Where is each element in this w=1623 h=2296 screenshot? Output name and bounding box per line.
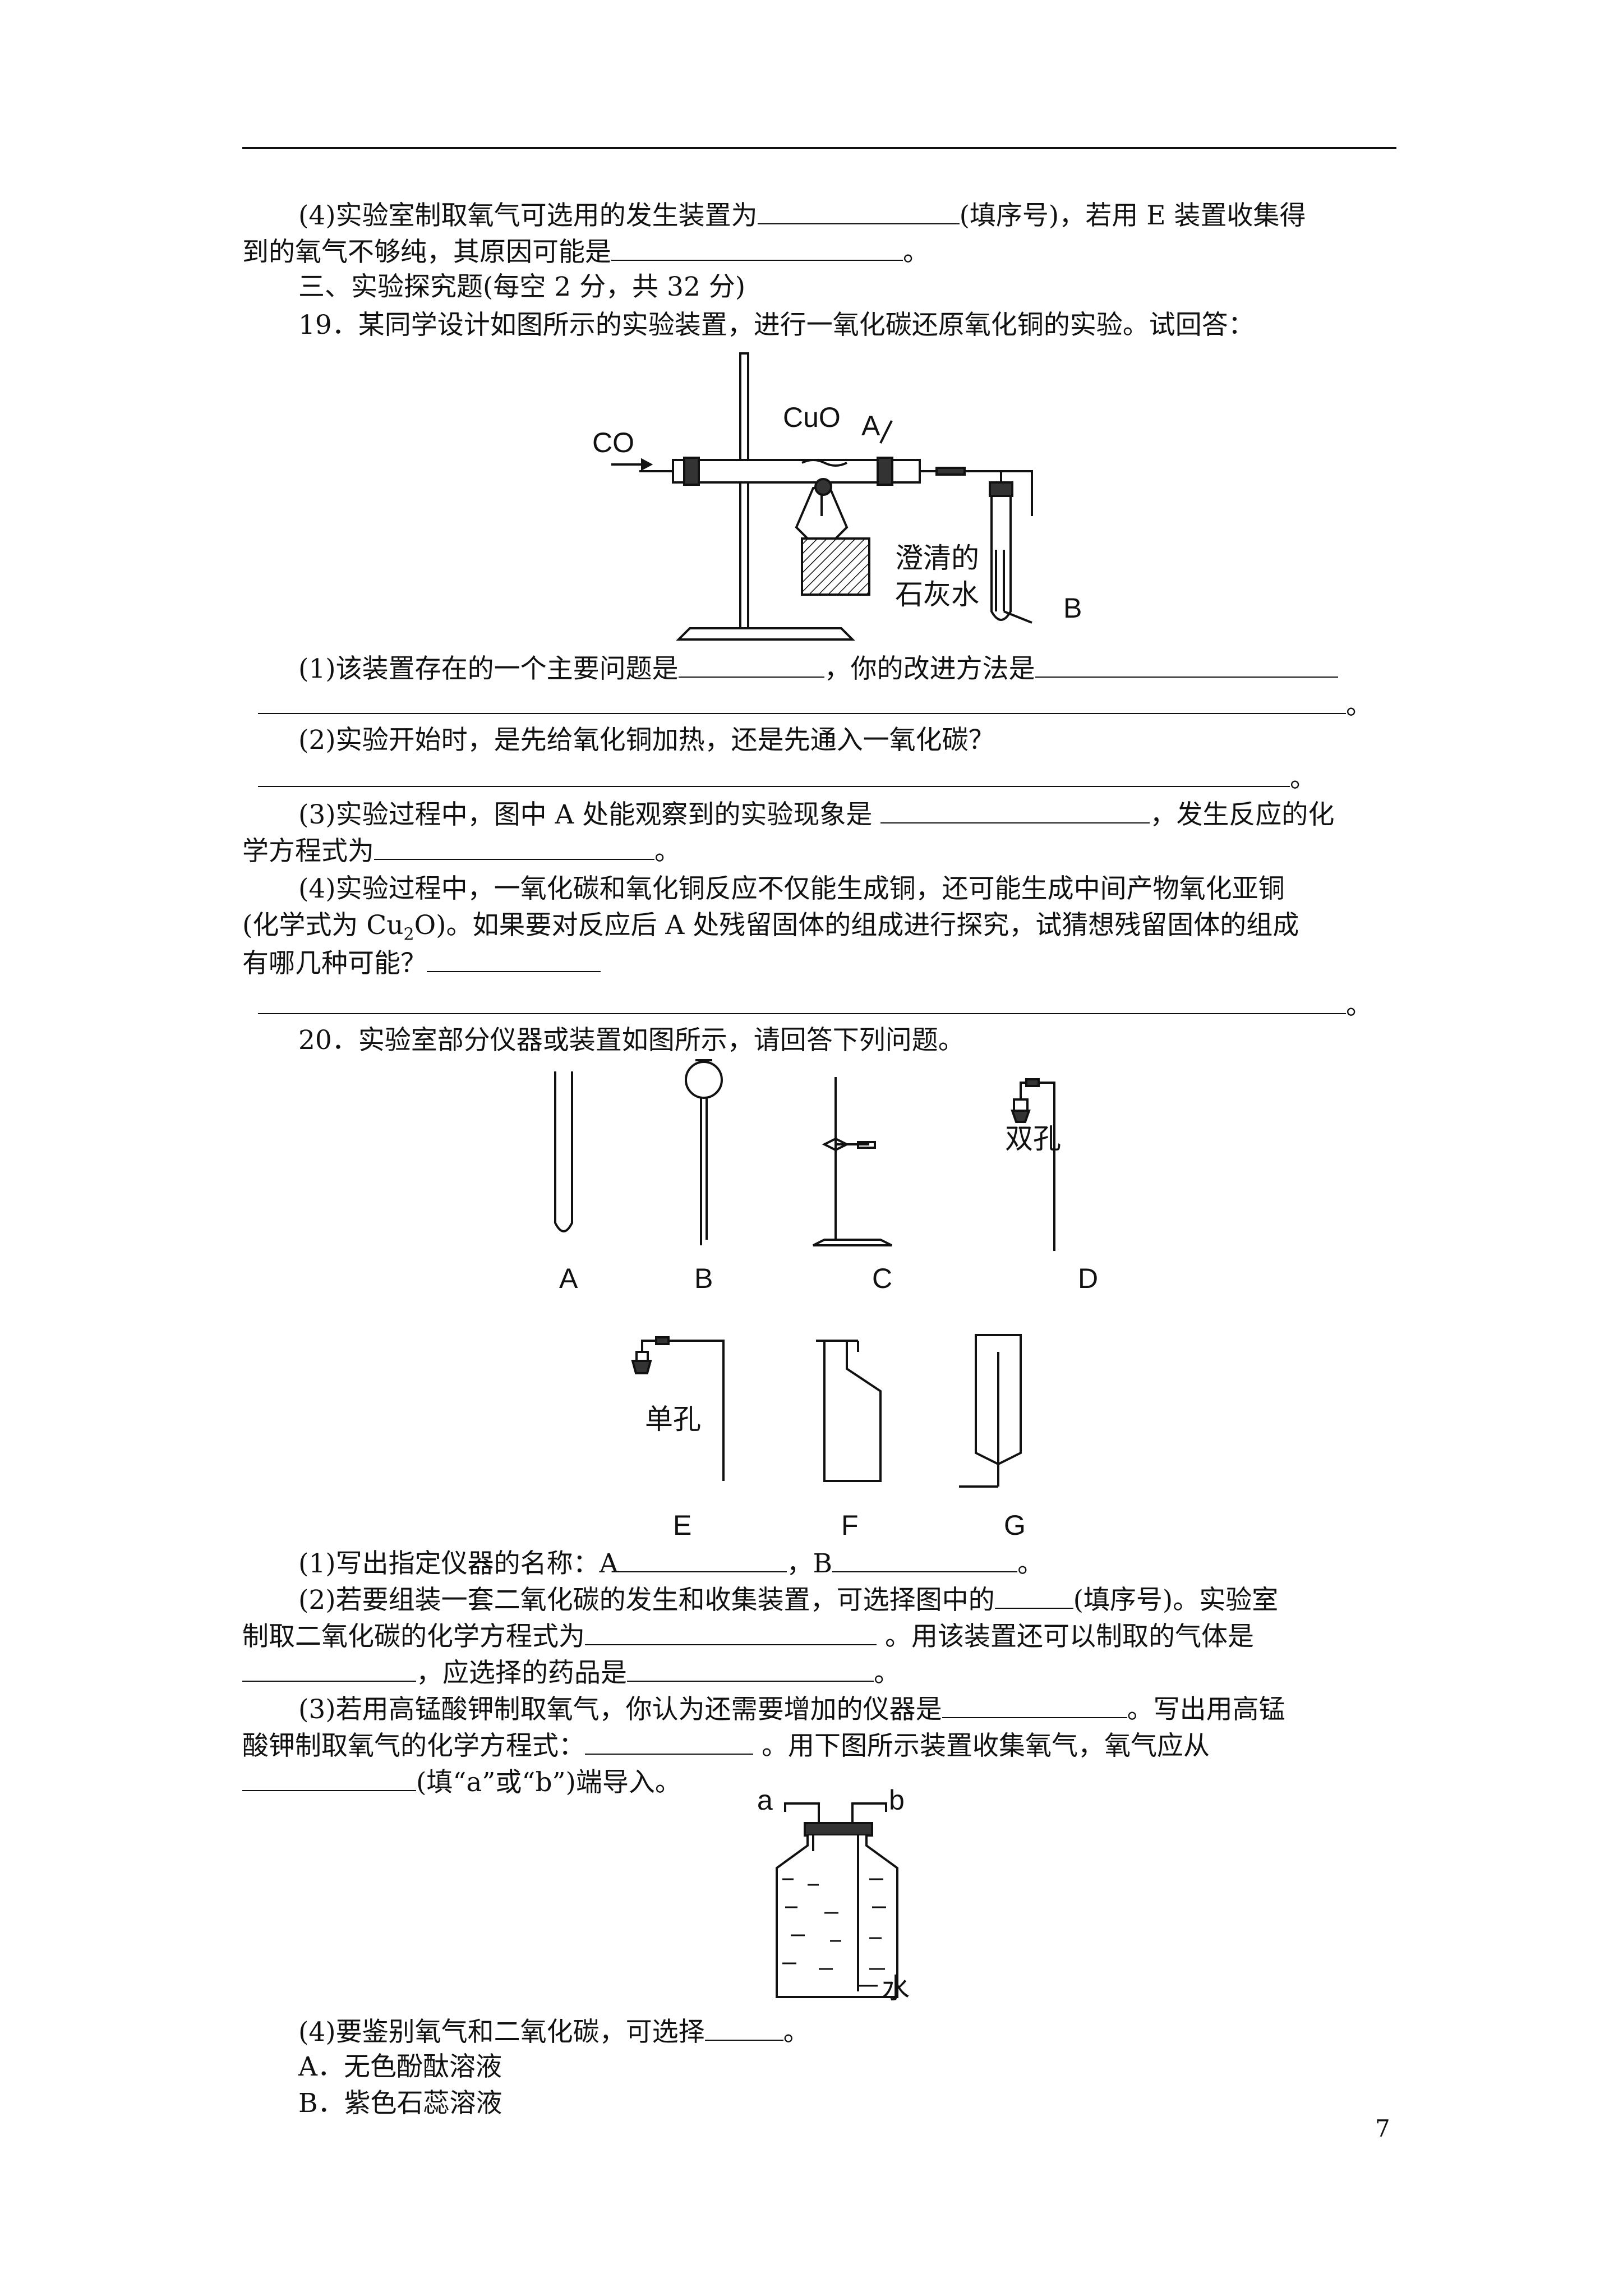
q20-part4: (4)要鉴别氧气和二氧化碳，可选择。 bbox=[298, 2014, 810, 2049]
answer-blank[interactable] bbox=[611, 234, 903, 261]
answer-blank[interactable] bbox=[757, 197, 960, 224]
e-stopper-text: 单孔 bbox=[645, 1404, 701, 1435]
cuo-label: CuO bbox=[783, 402, 841, 433]
answer-blank[interactable] bbox=[258, 987, 1346, 1014]
header-rule bbox=[242, 147, 1396, 149]
bottle-port-b: b bbox=[889, 1784, 905, 1816]
q20-part2-b: 制取二氧化碳的化学方程式为 。用该装置还可以制取的气体是 bbox=[242, 1618, 1254, 1654]
q19-stem: 19．某同学设计如图所示的实验装置，进行一氧化碳还原氧化铜的实验。试回答： bbox=[298, 310, 1255, 341]
answer-blank[interactable] bbox=[585, 1728, 753, 1755]
q18-line2: 到的氧气不够纯，其原因可能是。 bbox=[242, 234, 929, 269]
label-e: E bbox=[673, 1510, 692, 1541]
label-a: A bbox=[559, 1263, 578, 1294]
answer-blank[interactable] bbox=[994, 1582, 1073, 1609]
limewater-label-1: 澄清的 bbox=[895, 542, 979, 574]
q19-part4-c: 有哪几种可能？ bbox=[242, 945, 601, 981]
q20-part2-c: ，应选择的药品是。 bbox=[242, 1655, 900, 1690]
q19-part2: (2)实验开始时，是先给氧化铜加热，还是先通入一氧化碳？ bbox=[298, 725, 995, 756]
label-f: F bbox=[841, 1510, 859, 1541]
answer-blank[interactable] bbox=[678, 651, 824, 678]
water-label: 水 bbox=[882, 1973, 910, 2004]
tube-b-label: B bbox=[1063, 592, 1082, 624]
q19-part1-cont: 。 bbox=[258, 687, 1372, 723]
answer-blank[interactable] bbox=[1035, 651, 1338, 678]
answer-blank[interactable] bbox=[258, 760, 1290, 787]
answer-blank[interactable] bbox=[704, 2014, 783, 2041]
instrument-row-1 bbox=[554, 1059, 1055, 1251]
co-reduction-apparatus bbox=[611, 352, 1033, 641]
q19-part3: (3)实验过程中，图中 A 处能观察到的实验现象是 ，发生反应的化 bbox=[298, 797, 1334, 832]
water-displacement-bottle bbox=[776, 1802, 898, 1998]
q18-line1: (4)实验室制取氧气可选用的发生装置为(填序号)，若用 E 装置收集得 bbox=[298, 197, 1306, 233]
answer-blank[interactable] bbox=[242, 1764, 416, 1791]
answer-blank[interactable] bbox=[880, 797, 1150, 823]
q19-part4: (4)实验过程中，一氧化碳和氧化铜反应不仅能生成铜，还可能生成中间产物氧化亚铜 bbox=[298, 873, 1285, 904]
label-c: C bbox=[872, 1263, 893, 1294]
option-a[interactable]: A．无色酚酞溶液 bbox=[298, 2051, 502, 2082]
answer-blank[interactable] bbox=[242, 1655, 416, 1682]
q19-part3-cont: 学方程式为。 bbox=[242, 833, 681, 868]
answer-blank[interactable] bbox=[258, 687, 1346, 714]
answer-blank[interactable] bbox=[942, 1691, 1127, 1718]
q20-part2: (2)若要组装一套二氧化碳的发生和收集装置，可选择图中的(填序号)。实验室 bbox=[298, 1582, 1278, 1617]
d-stopper-text: 双孔 bbox=[1005, 1123, 1061, 1154]
answer-blank[interactable] bbox=[585, 1618, 877, 1645]
co-label: CO bbox=[592, 427, 634, 458]
answer-blank[interactable] bbox=[618, 1545, 787, 1572]
tube-a-label: A bbox=[861, 410, 880, 441]
label-d: D bbox=[1078, 1263, 1099, 1294]
q20-part1: (1)写出指定仪器的名称：A，B。 bbox=[298, 1545, 1044, 1581]
section-heading: 三、实验探究题(每空 2 分，共 32 分) bbox=[298, 272, 746, 302]
label-b: B bbox=[694, 1263, 713, 1294]
answer-blank[interactable] bbox=[832, 1545, 1018, 1572]
label-g: G bbox=[1004, 1510, 1026, 1541]
limewater-label-2: 石灰水 bbox=[895, 579, 979, 610]
bottle-port-a: a bbox=[757, 1784, 773, 1816]
answer-blank[interactable] bbox=[374, 833, 654, 860]
page-number: 7 bbox=[1375, 2115, 1390, 2142]
instrument-row-2 bbox=[631, 1334, 1022, 1488]
q20-part3-c: (填“a”或“b”)端导入。 bbox=[242, 1764, 681, 1800]
q19-part4-cont: 。 bbox=[258, 987, 1372, 1023]
q20-stem: 20．实验室部分仪器或装置如图所示，请回答下列问题。 bbox=[298, 1025, 965, 1056]
answer-blank[interactable] bbox=[627, 1655, 874, 1682]
q20-part3: (3)若用高锰酸钾制取氧气，你认为还需要增加的仪器是。写出用高锰 bbox=[298, 1691, 1285, 1727]
q19-part2-cont: 。 bbox=[258, 760, 1316, 795]
answer-blank[interactable] bbox=[427, 945, 601, 972]
option-b[interactable]: B．紫色石蕊溶液 bbox=[298, 2088, 502, 2119]
q20-part3-b: 酸钾制取氧气的化学方程式： 。用下图所示装置收集氧气，氧气应从 bbox=[242, 1728, 1210, 1763]
q19-part4-b: (化学式为 Cu2O)。如果要对反应后 A 处残留固体的组成进行探究，试猜想残留… bbox=[242, 910, 1299, 945]
q19-part1: (1)该装置存在的一个主要问题是，你的改进方法是 bbox=[298, 651, 1338, 686]
